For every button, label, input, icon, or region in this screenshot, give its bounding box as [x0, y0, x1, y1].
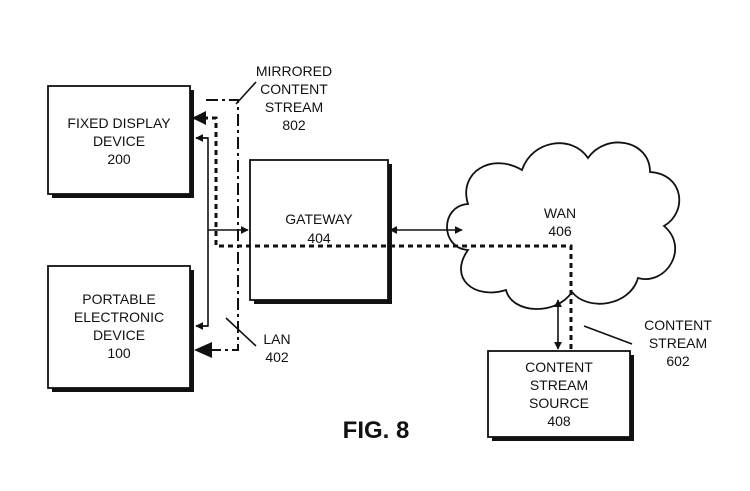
- lan-leader-line: [225, 317, 257, 347]
- source-line2: STREAM: [530, 377, 588, 393]
- gateway-label: GATEWAY: [285, 211, 353, 227]
- source-line1: CONTENT: [525, 359, 593, 375]
- content-stream-leader-line: [583, 325, 633, 345]
- mirrored-line3: STREAM: [265, 99, 323, 115]
- portable-ref: 100: [107, 345, 131, 361]
- portable-device-node: PORTABLE ELECTRONIC DEVICE 100: [47, 265, 194, 392]
- fixed-display-line2: DEVICE: [93, 133, 145, 149]
- mirrored-stream-arrowhead: [194, 342, 212, 358]
- content-stream-source-node: CONTENT STREAM SOURCE 408: [487, 350, 634, 441]
- content-stream-line1: CONTENT: [644, 317, 712, 333]
- content-stream-ref: 602: [666, 353, 690, 369]
- portable-line3: DEVICE: [93, 327, 145, 343]
- source-ref: 408: [547, 413, 571, 429]
- mirrored-line2: CONTENT: [260, 81, 328, 97]
- lan-callout: LAN 402: [225, 317, 291, 365]
- mirrored-ref: 802: [282, 117, 306, 133]
- wan-ref: 406: [548, 223, 572, 239]
- portable-line1: PORTABLE: [82, 291, 155, 307]
- source-line3: SOURCE: [529, 395, 589, 411]
- fixed-display-line1: FIXED DISPLAY: [67, 115, 171, 131]
- mirrored-stream-path: [206, 99, 239, 351]
- mirrored-line1: MIRRORED: [256, 63, 332, 79]
- content-stream-line2: STREAM: [649, 335, 707, 351]
- lan-ref: 402: [265, 349, 289, 365]
- content-stream-callout: CONTENT STREAM 602: [583, 317, 712, 369]
- fixed-display-ref: 200: [107, 151, 131, 167]
- wan-cloud-node: WAN 406: [446, 141, 681, 310]
- mirrored-stream-callout: MIRRORED CONTENT STREAM 802: [235, 63, 332, 133]
- lan-label: LAN: [263, 331, 290, 347]
- wan-label: WAN: [544, 205, 576, 221]
- portable-line2: ELECTRONIC: [74, 309, 164, 325]
- lan-bus: [195, 134, 249, 330]
- figure-label: FIG. 8: [343, 417, 410, 444]
- lan-vertical-bus: [196, 137, 209, 327]
- mirrored-leader-line: [235, 81, 257, 105]
- gateway-node: GATEWAY 404: [249, 159, 392, 304]
- fixed-display-device-node: FIXED DISPLAY DEVICE 200: [47, 85, 194, 198]
- content-stream-arrowhead: [192, 111, 206, 125]
- gateway-ref: 404: [307, 230, 331, 246]
